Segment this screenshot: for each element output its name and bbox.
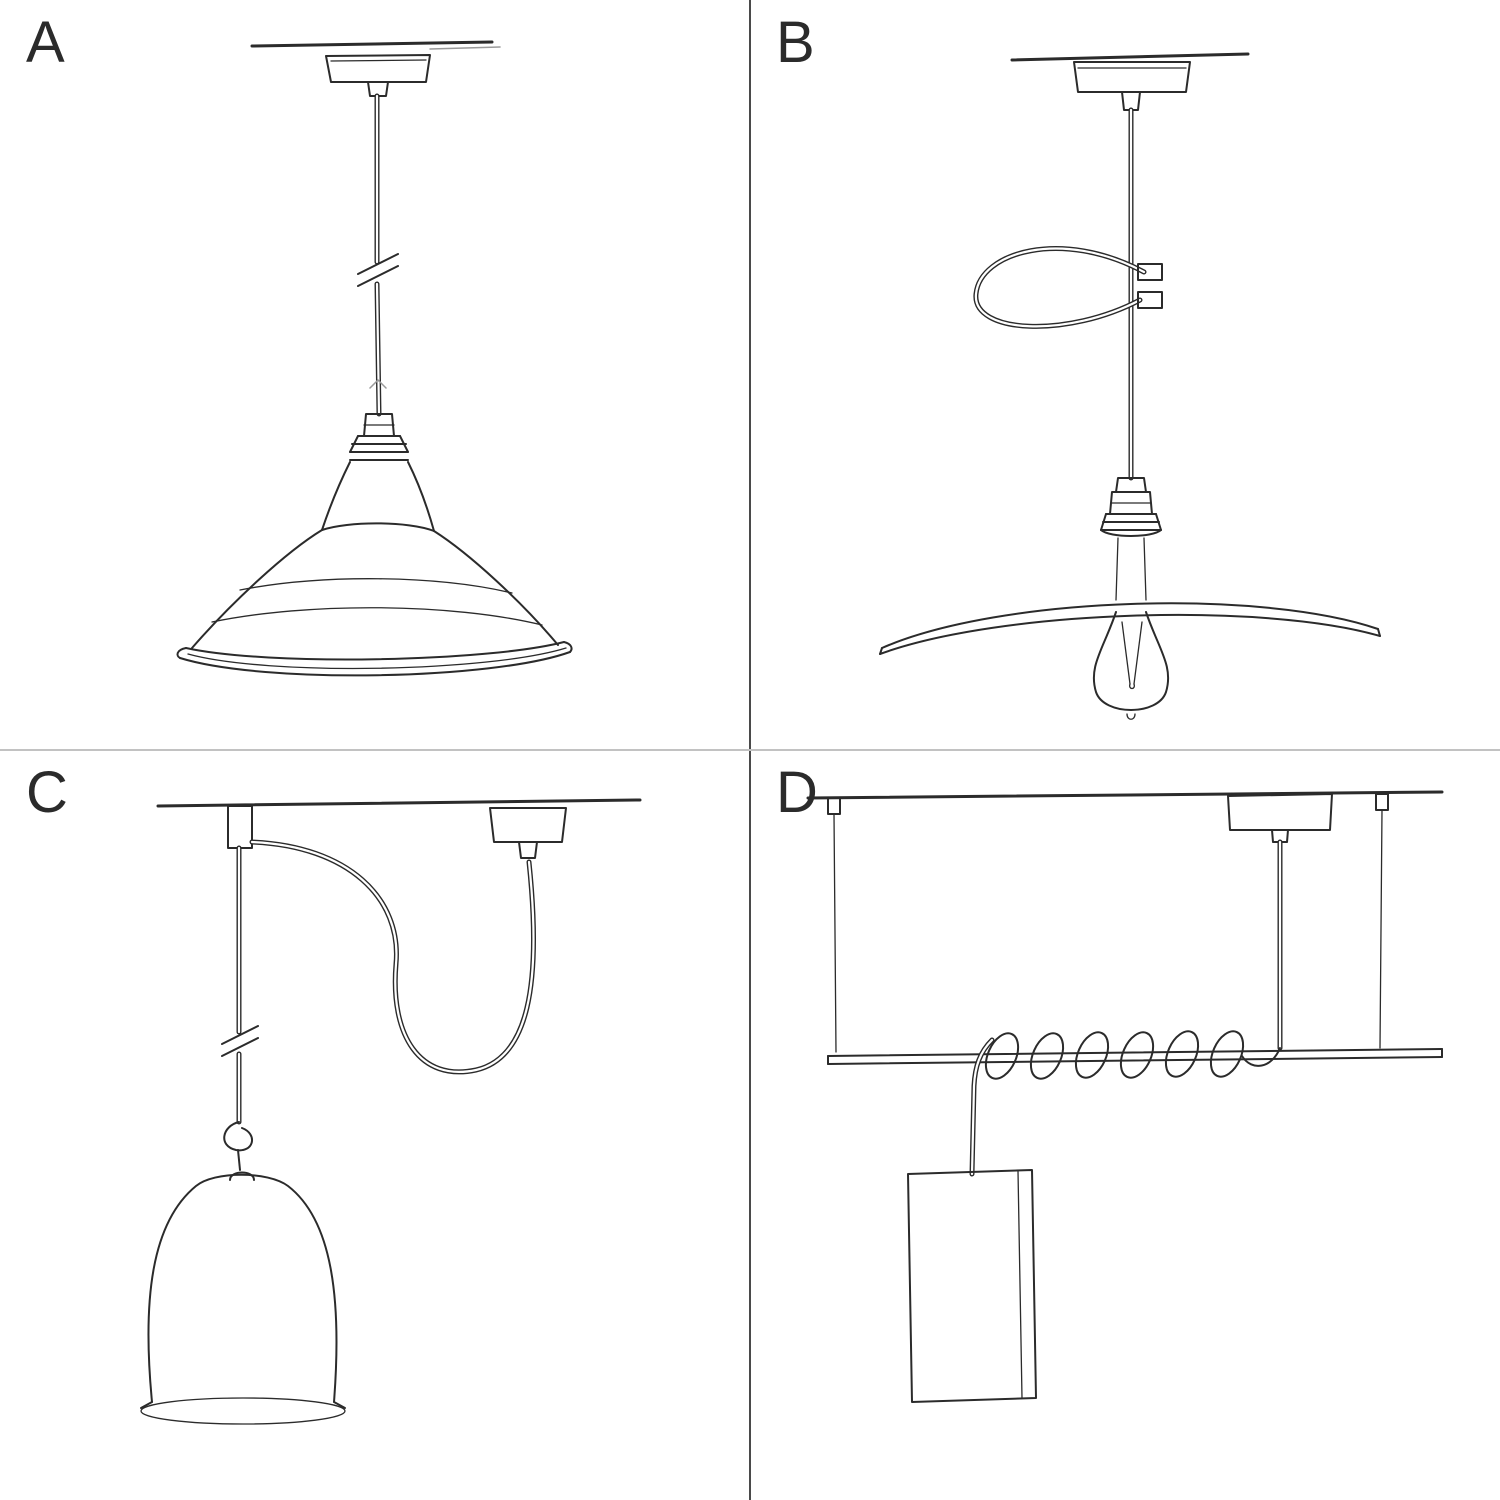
horizontal-divider: [0, 749, 1500, 751]
panel-a-label: A: [26, 10, 66, 75]
panel-c-label: C: [26, 760, 69, 825]
swag-pendant-bell-shade-sketch-icon: [140, 798, 642, 1425]
pendant-industrial-bowl-shade-sketch-icon: [176, 40, 573, 677]
panel-b: B: [750, 0, 1500, 750]
panel-c: C: [0, 750, 750, 1500]
panel-d: D: [750, 750, 1500, 1500]
panel-a: A: [0, 0, 750, 750]
bar-suspension-coiled-cable-sketch-icon: [806, 790, 1444, 1403]
panel-d-label: D: [776, 760, 819, 825]
pendant-flat-plate-shade-with-bulb-sketch-icon: [879, 52, 1381, 720]
panel-b-label: B: [776, 10, 816, 75]
